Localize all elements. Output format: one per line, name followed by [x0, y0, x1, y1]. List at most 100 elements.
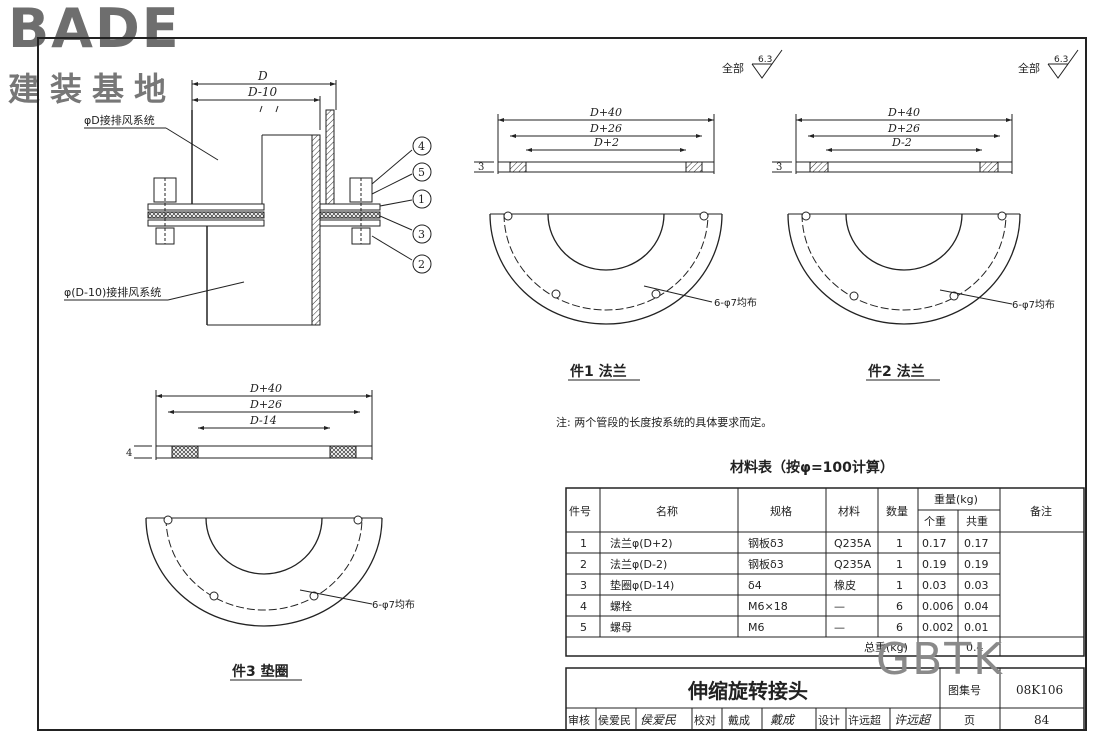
- roughness-mark-2: 全部 6.3: [1018, 49, 1079, 79]
- design-label: 设计: [818, 714, 840, 727]
- part3-dim-2: D+26: [249, 398, 282, 411]
- sum-value: 0.4: [966, 641, 984, 654]
- cell-qty: 6: [896, 600, 903, 613]
- th-remark: 备注: [1030, 504, 1052, 518]
- svg-text:5: 5: [418, 166, 425, 179]
- part1-dim-3: D+2: [593, 136, 619, 149]
- svg-text:2: 2: [418, 258, 425, 271]
- logo-text: BADE: [8, 0, 181, 60]
- designer-signature: 许远超: [894, 713, 932, 727]
- cell-material: —: [834, 621, 845, 634]
- dim-D10: D-10: [247, 85, 278, 99]
- th-spec: 规格: [770, 504, 792, 518]
- sheet-border: [37, 37, 1087, 731]
- cell-spec: δ4: [748, 579, 762, 592]
- svg-text:全部: 全部: [1018, 61, 1040, 75]
- cell-material: —: [834, 600, 845, 613]
- reviewer-signature: 侯爱民: [640, 713, 677, 727]
- watermark: GBTK: [876, 634, 1005, 685]
- th-name: 名称: [656, 504, 678, 518]
- material-table: 材料表（按φ=100计算） 件号 名称 规格 材料 数量 重量(kg) 个重 共…: [565, 459, 1085, 657]
- page-label: 页: [964, 714, 975, 727]
- cell-name: 螺栓: [610, 599, 632, 613]
- svg-text:1: 1: [418, 193, 425, 206]
- designer-name: 许远超: [848, 713, 881, 727]
- cell-spec: 钢板δ3: [748, 557, 784, 571]
- cell-total: 0.03: [964, 579, 989, 592]
- svg-text:全部: 全部: [722, 61, 744, 75]
- callout-1: 1: [379, 189, 432, 209]
- th-unit: 个重: [924, 514, 946, 528]
- part3-thickness: 4: [126, 448, 132, 459]
- cell-total: 0.17: [964, 537, 989, 550]
- th-no: 件号: [569, 505, 591, 518]
- cell-unit: 0.19: [922, 558, 947, 571]
- title-block: 伸缩旋转接头 图集号 08K106 审核 侯爱民 侯爱民 校对 戴成 戴成 设计…: [565, 667, 1085, 731]
- svg-text:3: 3: [418, 228, 425, 241]
- atlas-label: 图集号: [948, 683, 981, 697]
- callout-3: 3: [379, 215, 432, 244]
- cell-name: 法兰φ(D-2): [610, 557, 667, 571]
- cell-no: 5: [580, 621, 587, 634]
- cell-qty: 1: [896, 579, 903, 592]
- part2-holes: 6-φ7均布: [1012, 299, 1055, 311]
- cell-total: 0.19: [964, 558, 989, 571]
- part1-drawing: D+40 D+26 D+2 3 6-φ7均布 件1 法兰: [474, 106, 757, 381]
- logo-subtitle: 建装基地: [8, 70, 177, 108]
- part3-drawing: D+40 D+26 D-14 4 6-φ7均布 件3 垫圈: [126, 382, 415, 681]
- bolt-right: [349, 177, 373, 245]
- drawing-title: 伸缩旋转接头: [687, 679, 808, 703]
- cell-material: Q235A: [834, 558, 872, 571]
- cell-name: 法兰φ(D+2): [610, 536, 673, 550]
- reviewer-name: 侯爱民: [598, 713, 631, 727]
- cell-spec: M6: [748, 621, 765, 634]
- cell-unit: 0.006: [922, 600, 954, 613]
- cell-spec: 钢板δ3: [748, 536, 784, 550]
- th-total: 共重: [966, 514, 988, 528]
- table-title: 材料表（按φ=100计算）: [730, 459, 894, 476]
- part1-dim-1: D+40: [589, 106, 622, 119]
- label-lower-pipe: φ(D-10)接排风系统: [64, 285, 161, 299]
- th-material: 材料: [838, 504, 860, 518]
- cell-no: 1: [580, 537, 587, 550]
- cell-no: 4: [580, 600, 587, 613]
- review-label: 审核: [568, 713, 590, 727]
- part3-dim-3: D-14: [249, 414, 277, 427]
- roughness-mark-1: 全部 6.3: [722, 49, 783, 79]
- callout-2: 2: [371, 235, 432, 274]
- svg-text:6.3: 6.3: [1054, 55, 1068, 65]
- part2-dim-3: D-2: [891, 136, 912, 149]
- check-label: 校对: [694, 713, 716, 727]
- part1-dim-2: D+26: [589, 122, 622, 135]
- cell-unit: 0.03: [922, 579, 947, 592]
- cell-material: Q235A: [834, 537, 872, 550]
- checker-name: 戴成: [728, 713, 750, 727]
- table-row: 2 法兰φ(D-2) 钢板δ3 Q235A 1 0.19 0.19: [580, 557, 989, 571]
- page-number: 84: [1034, 713, 1050, 727]
- bolt-left: [153, 177, 177, 245]
- cell-unit: 0.002: [922, 621, 954, 634]
- cell-total: 0.04: [964, 600, 989, 613]
- part2-dim-2: D+26: [887, 122, 920, 135]
- cell-qty: 6: [896, 621, 903, 634]
- th-weight: 重量(kg): [934, 492, 978, 506]
- svg-text:4: 4: [418, 140, 425, 153]
- th-qty: 数量: [886, 505, 908, 518]
- part3-title: 件3 垫圈: [232, 663, 289, 680]
- cell-material: 橡皮: [834, 579, 856, 592]
- part1-holes: 6-φ7均布: [714, 297, 757, 309]
- cell-qty: 1: [896, 558, 903, 571]
- label-upper-pipe: φD接排风系统: [84, 113, 155, 127]
- dim-D: D: [257, 69, 268, 83]
- callout-4: 4: [371, 136, 432, 185]
- cell-no: 2: [580, 558, 587, 571]
- assembly-drawing: D D-10: [64, 69, 432, 326]
- cell-total: 0.01: [964, 621, 989, 634]
- drawing-note: 注: 两个管段的长度按系统的具体要求而定。: [556, 415, 772, 429]
- part3-holes: 6-φ7均布: [372, 599, 415, 611]
